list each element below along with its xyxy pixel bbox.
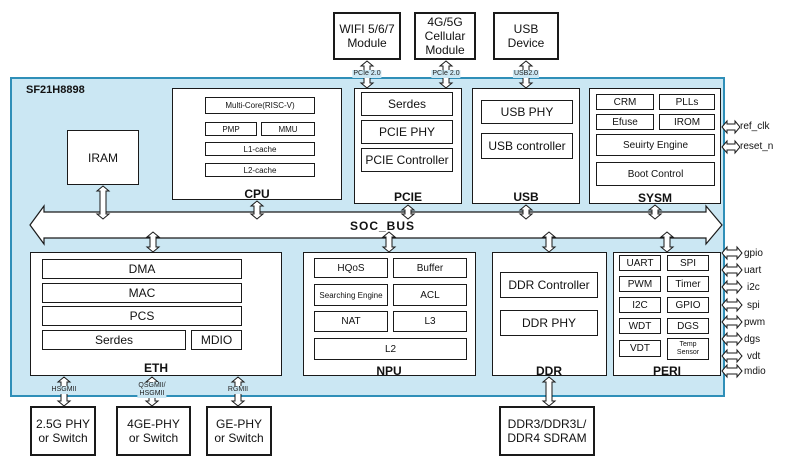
pin-ref-clk: ref_clk xyxy=(740,121,770,132)
peri-pin-arrow-0 xyxy=(721,245,743,261)
pcie-label: PCIE xyxy=(393,190,423,204)
peri-pin-arrow-5 xyxy=(721,331,743,347)
pin-spi: spi xyxy=(747,300,760,311)
npu-l2: L2 xyxy=(314,338,467,360)
npu-hqos: HQoS xyxy=(314,258,388,278)
sysm-irom: IROM xyxy=(659,114,715,130)
npu-acl: ACL xyxy=(393,284,467,306)
soc-bus-label: SOC_BUS xyxy=(350,219,416,233)
cellular-module: 4G/5G Cellular Module xyxy=(414,12,476,60)
sysm-efuse: Efuse xyxy=(596,114,654,130)
pin-reset-n: reset_n xyxy=(740,141,774,152)
eth-mac: MAC xyxy=(42,283,242,303)
sysm-label: SYSM xyxy=(637,191,673,205)
pin-gpio: gpio xyxy=(744,248,763,259)
pin-mdio: mdio xyxy=(744,366,766,377)
eth-pcs: PCS xyxy=(42,306,242,326)
npu-l3: L3 xyxy=(393,311,467,332)
ddr-label: DDR xyxy=(536,364,562,378)
npu-label: NPU xyxy=(376,364,402,378)
eth-bus-arrow xyxy=(145,231,161,253)
pin-dgs: dgs xyxy=(744,334,761,345)
cpu-bus-arrow xyxy=(249,200,265,220)
peri-pin-arrow-6 xyxy=(721,348,743,364)
phy-4ge-switch: 4GE-PHY or Switch xyxy=(116,406,191,456)
eth-serdes: Serdes xyxy=(42,330,186,350)
sysm-security-engine: Seuirty Engine xyxy=(596,134,715,156)
pin-vdt: vdt xyxy=(747,351,761,362)
hsgmii-interface-label: HSGMII xyxy=(50,386,78,394)
peri-pin-arrow-3 xyxy=(721,297,743,313)
peri-temp-sensor: Temp Sensor xyxy=(667,338,709,360)
pcie-wifi-interface-label: PCIe 2.0 xyxy=(352,70,382,78)
eth-label: ETH xyxy=(144,361,168,375)
pin-uart: uart xyxy=(744,265,762,276)
peri-pin-arrow-2 xyxy=(721,279,743,295)
pcie-phy: PCIE PHY xyxy=(361,120,453,144)
eth-dma: DMA xyxy=(42,259,242,279)
ddr-bus-arrow xyxy=(541,231,557,253)
reset-n-arrow xyxy=(721,139,741,155)
peri-label: PERI xyxy=(652,364,682,378)
sysm-plls: PLLs xyxy=(659,94,715,110)
cpu-pmp: PMP xyxy=(205,122,257,136)
chip-name: SF21H8898 xyxy=(26,84,85,96)
cpu-label: CPU xyxy=(244,187,270,201)
pcie-serdes: Serdes xyxy=(361,92,453,116)
npu-searching-engine: Searching Engine xyxy=(314,284,388,306)
cpu-l2-cache: L2-cache xyxy=(205,163,315,177)
peri-pin-arrow-4 xyxy=(721,314,743,330)
peri-timer: Timer xyxy=(667,276,709,292)
npu-nat: NAT xyxy=(314,311,388,332)
rgmii-interface-label: RGMII xyxy=(226,386,250,394)
peri-wdt: WDT xyxy=(619,318,661,334)
iram-bus-arrow xyxy=(95,185,111,220)
sysm-crm: CRM xyxy=(596,94,654,110)
peri-vdt: VDT xyxy=(619,340,661,357)
pcie-bus-arrow xyxy=(400,204,416,220)
peri-pwm: PWM xyxy=(619,276,661,292)
pcie-controller: PCIE Controller xyxy=(361,148,453,172)
sysm-boot-control: Boot Control xyxy=(596,162,715,186)
eth-mdio: MDIO xyxy=(191,330,242,350)
peri-pin-arrow-1 xyxy=(721,262,743,278)
ddr-sdram-arrow xyxy=(541,376,557,407)
ddr-sdram: DDR3/DDR3L/ DDR4 SDRAM xyxy=(499,406,595,456)
usb-device: USB Device xyxy=(493,12,559,60)
peri-spi: SPI xyxy=(667,255,709,271)
cpu-multicore: Multi-Core(RISC-V) xyxy=(205,97,315,114)
pin-pwm: pwm xyxy=(744,317,766,328)
sysm-bus-arrow xyxy=(647,204,663,220)
peri-i2c: I2C xyxy=(619,297,661,313)
usb-bus-arrow xyxy=(518,204,534,220)
cpu-mmu: MMU xyxy=(261,122,315,136)
usb-controller: USB controller xyxy=(481,133,573,159)
ref-clk-arrow xyxy=(721,119,741,135)
peri-dgs: DGS xyxy=(667,318,709,334)
iram-block: IRAM xyxy=(67,130,139,185)
cpu-l1-cache: L1-cache xyxy=(205,142,315,156)
ddr-phy: DDR PHY xyxy=(500,310,598,336)
pin-i2c: i2c xyxy=(747,282,760,293)
pcie-cellular-interface-label: PCIe 2.0 xyxy=(431,70,461,78)
phy-2-5g-switch: 2.5G PHY or Switch xyxy=(30,406,96,456)
peri-uart: UART xyxy=(619,255,661,271)
qsgmii-interface-label: QSGMII/ HSGMII xyxy=(137,382,167,398)
wifi-module: WIFI 5/6/7 Module xyxy=(333,12,401,60)
ddr-controller: DDR Controller xyxy=(500,272,598,298)
peri-pin-arrow-7 xyxy=(721,363,743,379)
npu-bus-arrow xyxy=(381,231,397,253)
peri-bus-arrow xyxy=(659,231,675,253)
npu-buffer: Buffer xyxy=(393,258,467,278)
usb-interface-label: USB2.0 xyxy=(512,70,540,78)
phy-ge-switch: GE-PHY or Switch xyxy=(206,406,272,456)
usb-phy: USB PHY xyxy=(481,100,573,124)
peri-gpio: GPIO xyxy=(667,297,709,313)
usb-label: USB xyxy=(513,190,539,204)
